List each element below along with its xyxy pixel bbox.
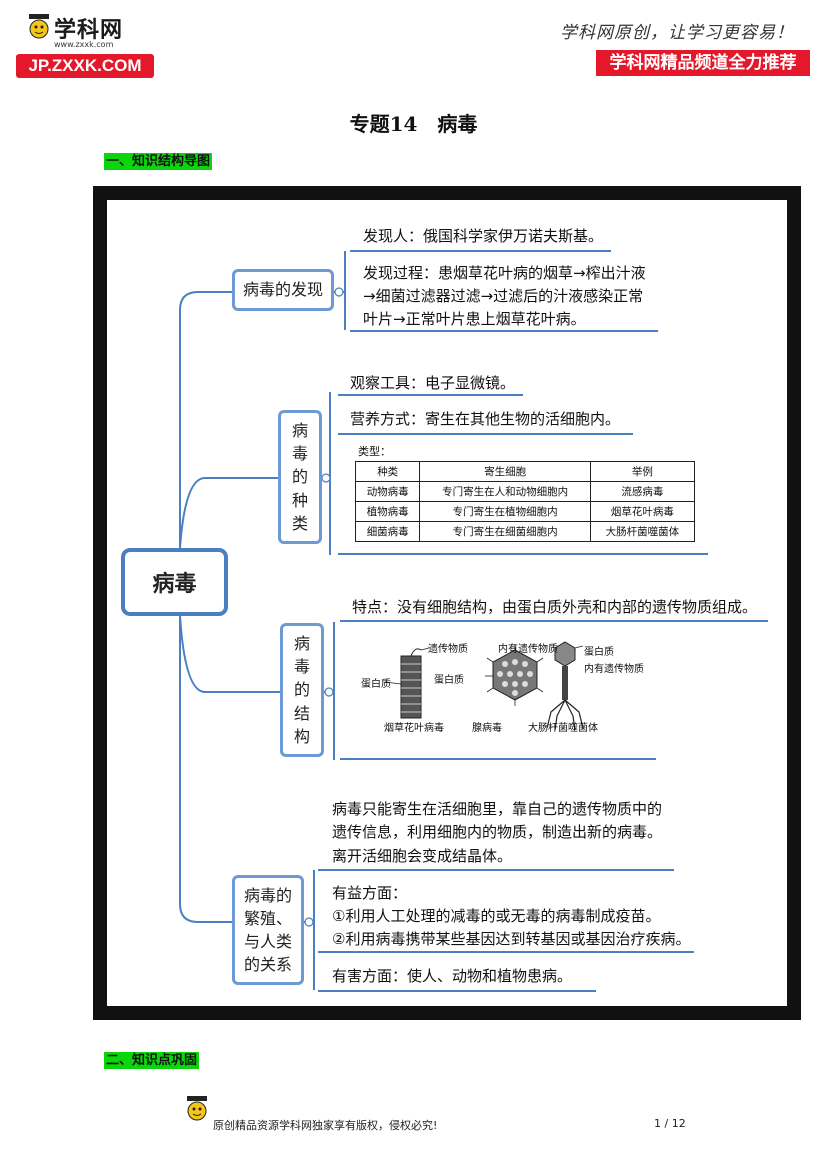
tmv-diagram [384,647,430,719]
underline [338,553,708,555]
underline [318,990,596,992]
virus-type-table: 种类 寄生细胞 举例 动物病毒 专门寄生在人和动物细胞内 流感病毒 植物病毒 专… [354,461,696,542]
table-cell: 动物病毒 [354,481,421,502]
underline [338,433,633,435]
table-cell: 烟草花叶病毒 [589,501,696,522]
underline [350,250,611,252]
label-line: 的关系 [243,955,292,975]
leaf-process-2: →细菌过滤器过滤→过滤后的汁液感染正常 [363,287,644,305]
underline [318,869,674,871]
leaf-reproduction-1: 病毒只能寄生在活细胞里，靠自己的遗传物质中的 [332,800,663,818]
label-line: 毒 [293,657,310,677]
label-line: 病 [293,634,310,654]
underline [340,620,768,622]
leaf-process-3: 叶片→正常叶片患上烟草花叶病。 [363,310,586,328]
section-heading-1: 一、知识结构导图 [104,153,213,170]
label-inner-genetic: 内有遗传物质 [498,644,558,655]
table-header-row: 种类 寄生细胞 举例 [354,461,696,482]
label-line: 的 [293,680,310,700]
table-row: 细菌病毒 专门寄生在细菌细胞内 大肠杆菌噬菌体 [354,521,696,542]
label-inner-genetic: 内有遗传物质 [584,664,644,675]
label-protein: 蛋白质 [434,675,464,686]
underline [340,758,656,760]
virus-structure-figure [384,641,584,731]
page-number: 1 / 12 [654,1117,686,1130]
label-tmv: 烟草花叶病毒 [384,723,444,734]
site-logo[interactable]: 学科网 www.zxxk.com JP.ZXXK.COM [14,8,159,80]
label-line: 的 [291,467,308,487]
label-line: 结 [293,703,310,723]
underline [350,330,658,332]
table-header: 寄生细胞 [419,461,591,482]
leaf-benefit-title: 有益方面： [332,884,408,902]
leaf-nutrition: 营养方式：寄生在其他生物的活细胞内。 [350,410,621,428]
label-line: 构 [293,726,310,746]
leaf-harm: 有害方面：使人、动物和植物患病。 [332,967,573,985]
phage-diagram [546,641,584,731]
leaf-reproduction-2: 遗传信息，利用细胞内的物质，制造出新的病毒。 [332,823,663,841]
table-cell: 专门寄生在细菌细胞内 [419,521,591,542]
table-cell: 细菌病毒 [354,521,421,542]
underline [338,394,523,396]
leaf-process-1: 发现过程：患烟草花叶病的烟草→榨出汁液 [363,264,646,282]
leaf-benefit-2: ②利用病毒携带某些基因达到转基因或基因治疗疾病。 [332,930,691,948]
table-cell: 植物病毒 [354,501,421,522]
table-cell: 流感病毒 [589,481,696,502]
table-cell: 专门寄生在人和动物细胞内 [419,481,591,502]
table-row: 植物病毒 专门寄生在植物细胞内 烟草花叶病毒 [354,501,696,522]
label-phage: 大肠杆菌噬菌体 [528,723,598,734]
logo-badge: JP.ZXXK.COM [16,54,154,78]
leaf-tool: 观察工具：电子显微镜。 [350,374,516,392]
footer-copyright: 原创精品资源学科网独家享有版权，侵权必究! [213,1119,438,1132]
logo-url: www.zxxk.com [54,40,114,49]
central-node: 病毒 [121,548,228,616]
slogan: 学科网原创，让学习更容易！ [560,23,794,43]
branch-reproduction-relation: 病毒的 繁殖、 与人类 的关系 [232,875,304,985]
logo-name: 学科网 [54,18,124,43]
label-line: 与人类 [243,932,292,951]
table-title: 类型： [358,445,391,458]
mascot-icon [187,1096,207,1121]
adenovirus-diagram [485,644,544,706]
table-header: 举例 [589,461,696,482]
leaf-discoverer: 发现人：俄国科学家伊万诺夫斯基。 [363,227,604,245]
leaf-benefit-1: ①利用人工处理的减毒的或无毒的病毒制成疫苗。 [332,907,661,925]
page-title: 专题14 病毒 [349,112,478,136]
label-line: 病毒的 [243,885,292,905]
label-line: 繁殖、 [243,908,292,928]
table-header: 种类 [354,461,421,482]
mascot-icon [29,14,49,39]
label-line: 种 [291,490,308,510]
branch-virus-structure: 病 毒 的 结 构 [280,623,324,757]
table-cell: 专门寄生在植物细胞内 [419,501,591,522]
label-line: 类 [291,513,308,533]
branch-virus-discovery: 病毒的发现 [232,269,334,311]
branch-virus-types: 病 毒 的 种 类 [278,410,322,544]
promo-badge: 学科网精品频道全力推荐 [596,50,810,76]
section-heading-2: 二、知识点巩固 [104,1052,200,1069]
table-row: 动物病毒 专门寄生在人和动物细胞内 流感病毒 [354,481,696,502]
label-line: 病 [291,421,308,441]
leaf-feature: 特点：没有细胞结构，由蛋白质外壳和内部的遗传物质组成。 [352,598,758,616]
label-protein: 蛋白质 [584,647,614,658]
label-protein: 蛋白质 [361,679,391,690]
leaf-reproduction-3: 离开活细胞会变成结晶体。 [332,847,513,865]
label-adenovirus: 腺病毒 [472,723,502,734]
underline [318,951,694,953]
table-cell: 大肠杆菌噬菌体 [589,521,696,542]
label-line: 毒 [291,444,308,464]
label-genetic-material: 遗传物质 [428,644,468,655]
